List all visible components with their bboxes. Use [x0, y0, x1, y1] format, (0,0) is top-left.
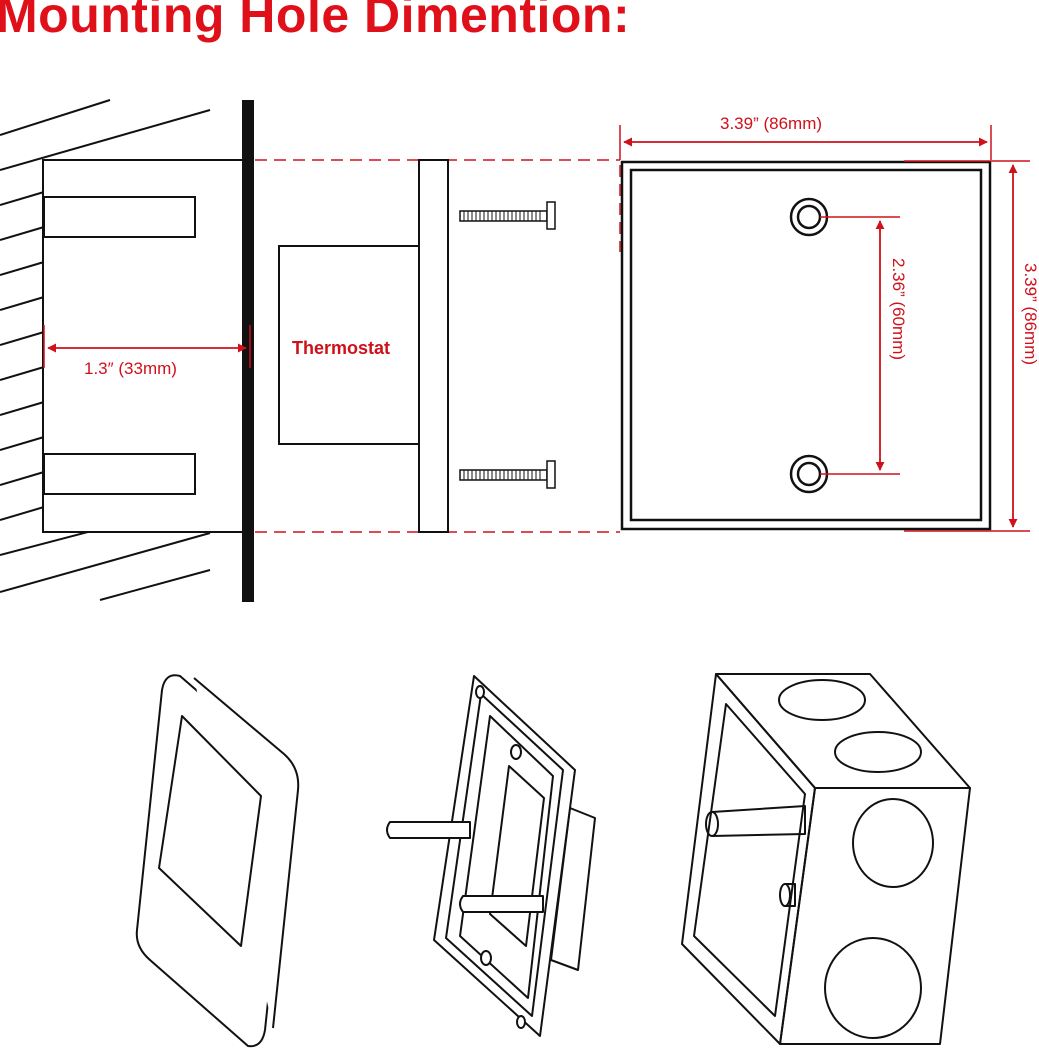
screw-top — [459, 201, 556, 230]
thermostat-label: Thermostat — [292, 338, 390, 358]
hole-spacing-dimension: 2.36” (60mm) — [820, 216, 908, 475]
mounting-plate-isometric — [386, 675, 596, 1037]
junction-box-front — [620, 160, 992, 531]
screw-bottom — [459, 460, 556, 489]
thermostat-body — [278, 245, 420, 445]
depth-label: 1.3″ (33mm) — [84, 359, 177, 378]
box-height-dimension: 3.39” (86mm) — [904, 160, 1039, 532]
box-width-label: 3.39” (86mm) — [720, 114, 822, 133]
wall-hatching — [0, 99, 211, 601]
hole-spacing-label: 2.36” (60mm) — [889, 258, 908, 360]
box-width-dimension: 3.39” (86mm) — [619, 114, 992, 160]
junction-box-side — [42, 159, 248, 533]
front-plate-side — [418, 159, 449, 533]
thermostat-isometric — [135, 674, 300, 1048]
junction-box-isometric — [681, 673, 971, 1045]
wall-surface — [242, 100, 254, 602]
diagram-title: Mounting Hole Dimention: — [0, 0, 631, 43]
box-height-label: 3.39” (86mm) — [1021, 263, 1039, 365]
depth-dimension: 1.3″ (33mm) — [43, 325, 251, 378]
